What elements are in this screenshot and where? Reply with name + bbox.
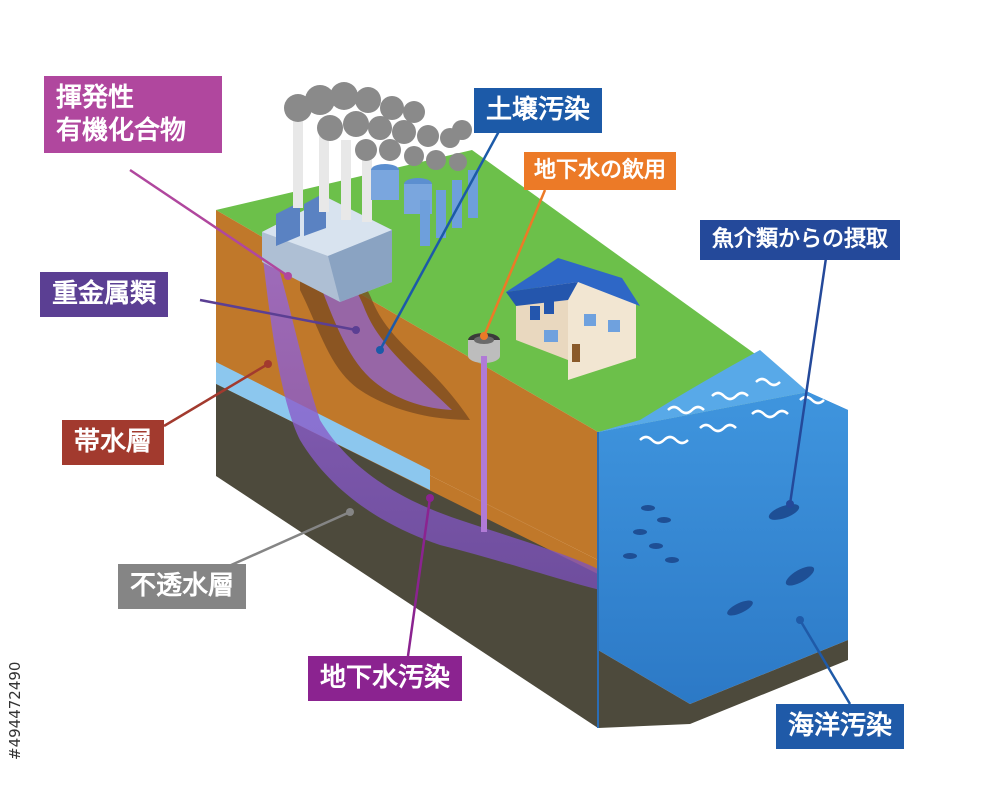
label-groundwater-drinking: 地下水の飲用 <box>524 152 677 190</box>
label-impermeable-layer: 不透水層 <box>118 564 247 609</box>
label-voc-line1: 揮発性 <box>56 83 135 113</box>
seabed <box>598 640 848 728</box>
leader-lines <box>129 121 852 705</box>
groundwater-plume <box>262 240 600 590</box>
wave-lines <box>639 377 825 445</box>
fish-icon <box>623 504 815 616</box>
impermeable-layer <box>216 384 598 728</box>
label-groundwater-contamination: 地下水汚染 <box>308 656 463 701</box>
soil-contamination-inner <box>318 262 452 410</box>
label-soil-contamination: 土壌汚染 <box>474 88 603 133</box>
stock-id-text: #494472490 <box>6 661 24 760</box>
label-voc-line2: 有機化合物 <box>56 115 187 146</box>
label-seafood-intake: 魚介類からの摂取 <box>700 220 901 260</box>
label-heavy-metals: 重金属類 <box>40 272 169 317</box>
label-ocean-contamination: 海洋汚染 <box>776 704 905 749</box>
house-icon <box>506 258 640 380</box>
label-volatile-organic-compounds: 揮発性 有機化合物 <box>44 76 222 153</box>
smoke-clouds <box>284 82 472 171</box>
label-aquifer: 帯水層 <box>62 420 165 465</box>
factory-icon <box>262 120 478 302</box>
ocean-surface <box>598 350 808 432</box>
ocean-front-face <box>598 392 848 704</box>
